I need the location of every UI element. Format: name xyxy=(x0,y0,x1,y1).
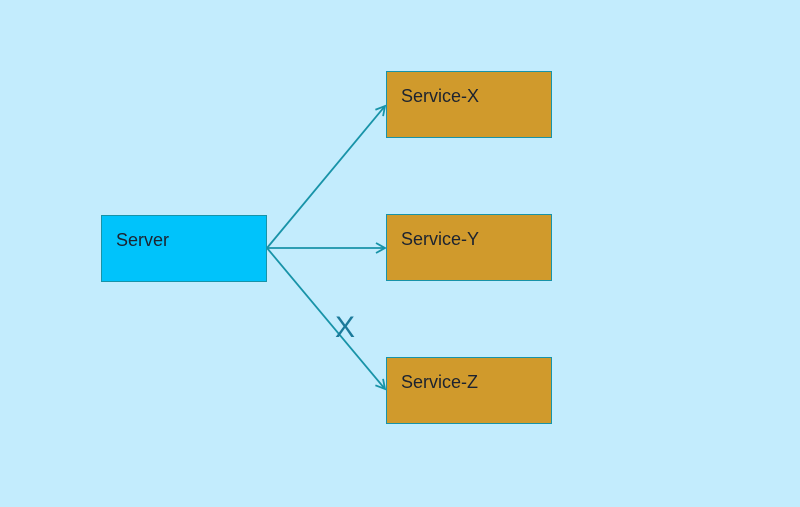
node-service-z: Service-Z xyxy=(386,357,552,424)
node-server: Server xyxy=(101,215,267,282)
node-service-y-label: Service-Y xyxy=(401,229,480,249)
node-server-label: Server xyxy=(116,230,170,250)
edge-server-to-service-x xyxy=(266,104,387,249)
node-service-x-label: Service-X xyxy=(401,86,480,106)
node-service-x: Service-X xyxy=(386,71,552,138)
edge-server-to-service-z xyxy=(266,247,387,391)
blocked-edge-marker: X xyxy=(335,311,356,344)
node-service-z-label: Service-Z xyxy=(401,372,479,392)
node-service-y: Service-Y xyxy=(386,214,552,281)
